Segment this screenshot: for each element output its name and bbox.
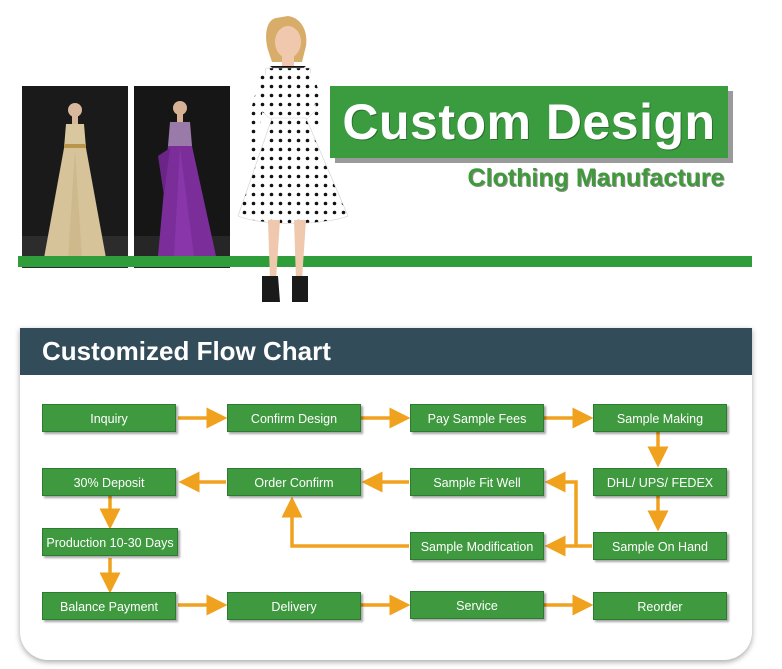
node-30-percent-deposit: 30% Deposit [42, 468, 176, 496]
banner-title: Custom Design [330, 86, 728, 158]
polka-dot-dress-model [222, 10, 356, 315]
node-sample-on-hand: Sample On Hand [593, 532, 727, 560]
purple-gown-photo [134, 86, 230, 268]
flow-chart-header: Customized Flow Chart [20, 328, 752, 375]
banner: Custom Design Clothing Manufacture [0, 0, 782, 315]
node-reorder: Reorder [593, 592, 727, 620]
flow-chart-card: Customized Flow Chart [20, 328, 752, 660]
node-shipping: DHL/ UPS/ FEDEX [593, 468, 727, 496]
flow-arrows [99, 407, 669, 616]
arrow-sample-on-hand-to-sample-fit-well [544, 471, 578, 546]
node-confirm-design: Confirm Design [227, 404, 361, 432]
arrow-sample-modification-to-order-confirm [281, 496, 409, 548]
runway-gown-photo [22, 86, 128, 268]
node-production: Production 10-30 Days [42, 528, 178, 556]
node-service: Service [410, 591, 544, 619]
node-sample-making: Sample Making [593, 404, 727, 432]
node-inquiry: Inquiry [42, 404, 176, 432]
node-sample-fit-well: Sample Fit Well [410, 468, 544, 496]
banner-divider [18, 256, 752, 267]
node-sample-modification: Sample Modification [410, 532, 544, 560]
node-balance-payment: Balance Payment [42, 592, 176, 620]
node-delivery: Delivery [227, 592, 361, 620]
node-pay-sample-fees: Pay Sample Fees [410, 404, 544, 432]
node-order-confirm: Order Confirm [227, 468, 361, 496]
banner-subtitle: Clothing Manufacture [467, 164, 725, 192]
